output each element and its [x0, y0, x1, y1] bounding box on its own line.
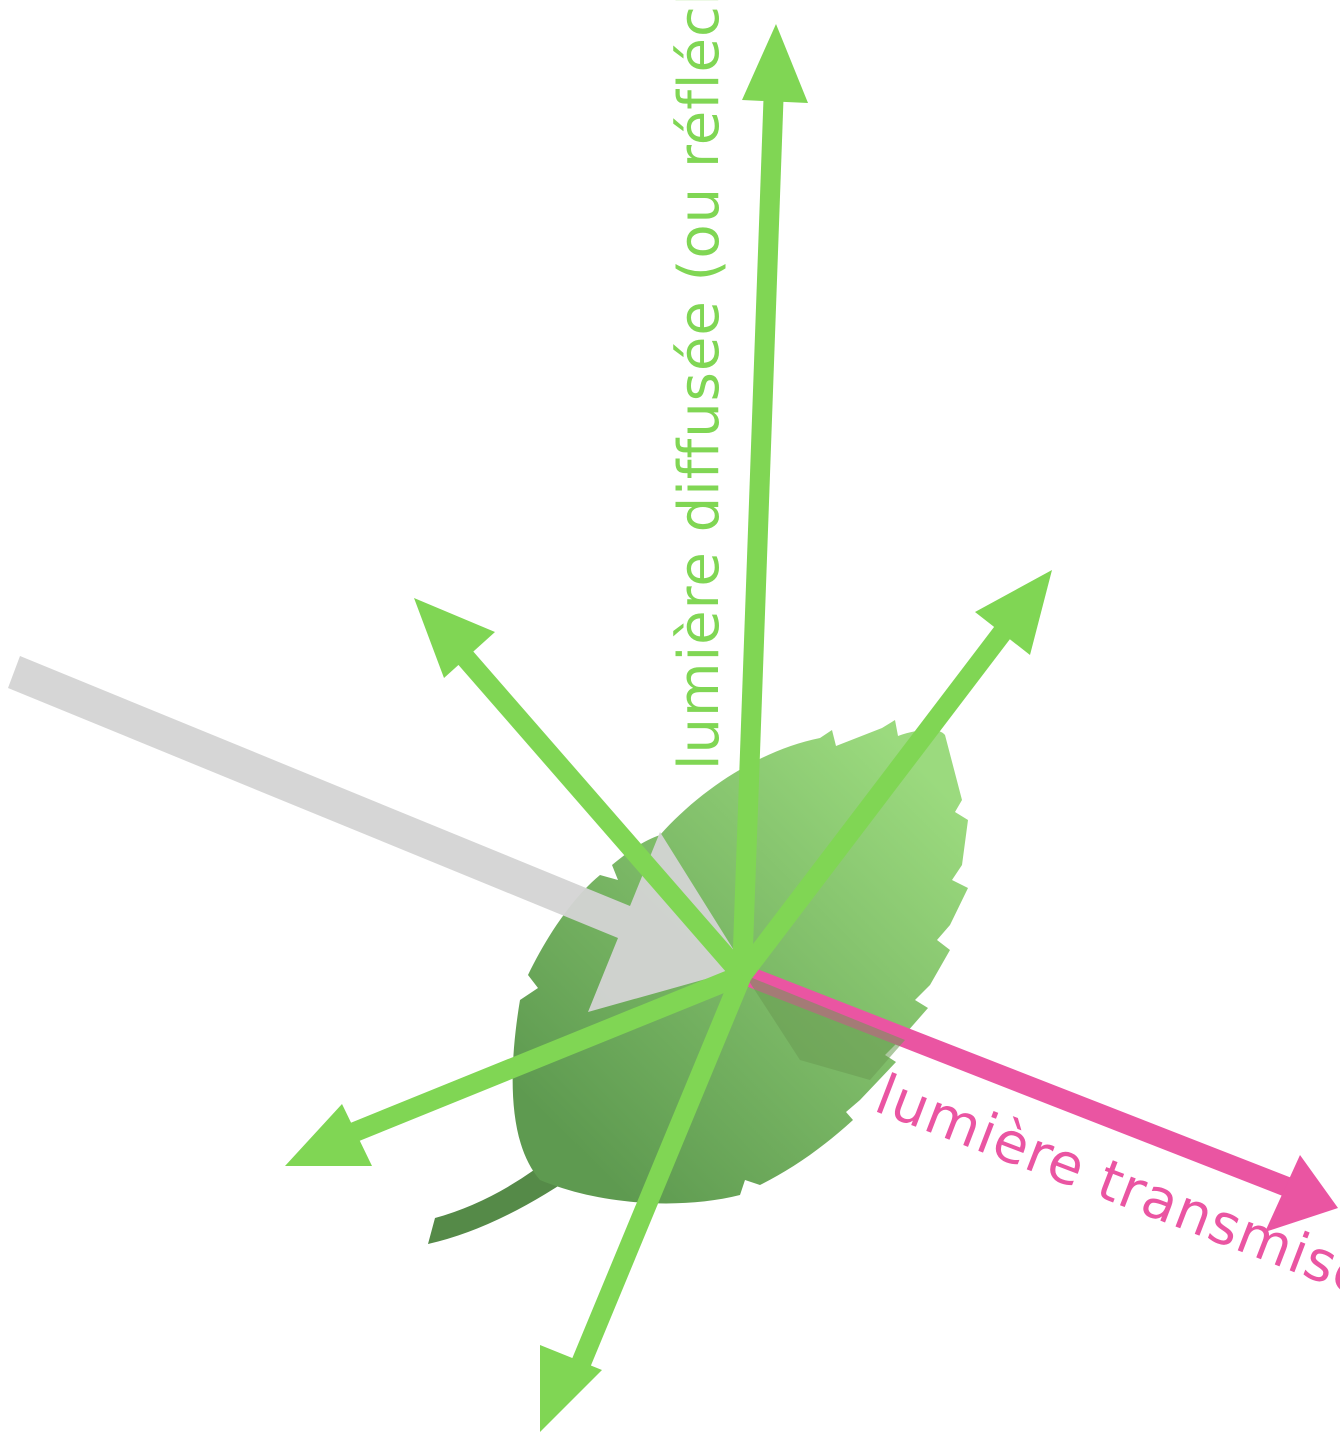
incident-light-arrow	[8, 656, 745, 1012]
diffused-arrow-down	[540, 971, 752, 1432]
diffused-light-label: lumière diffusée (ou réfléchie)	[667, 0, 732, 770]
diffused-arrow-upper-left	[414, 598, 750, 982]
diffused-light-arrows	[285, 24, 1052, 1432]
diffused-arrow-lower-left	[285, 965, 746, 1166]
diffused-arrow-upper-right	[734, 570, 1052, 982]
transmitted-light-arrow	[741, 965, 1338, 1232]
leaf-overlay	[745, 975, 905, 1080]
diffused-arrow-up	[732, 24, 808, 976]
